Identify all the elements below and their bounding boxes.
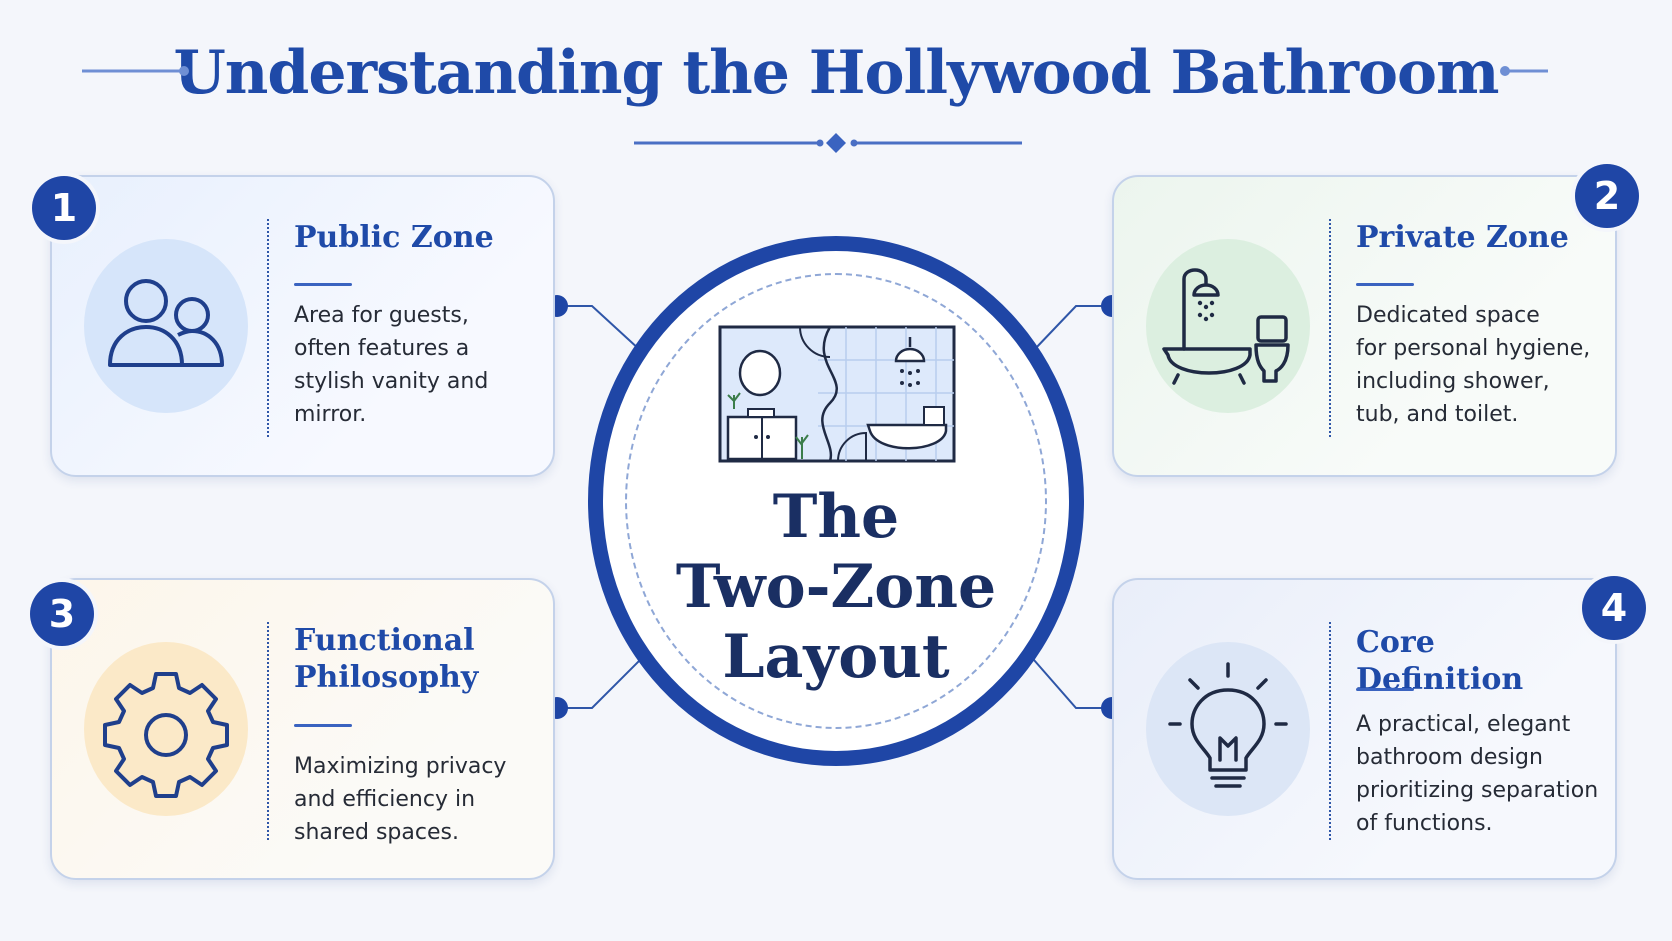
badge-number-1: 1 xyxy=(32,176,96,240)
functional-philosophy-icon-disc xyxy=(84,642,248,816)
badge-number-2: 2 xyxy=(1575,164,1639,228)
card-title-rule xyxy=(294,283,352,286)
badge-number-4: 4 xyxy=(1582,576,1646,640)
shower-tub-toilet-icon xyxy=(1162,268,1290,385)
card-description-line: including shower, xyxy=(1356,369,1550,394)
card-description-line: and efficiency in xyxy=(294,787,476,812)
card-title: Public Zone xyxy=(294,219,544,256)
center-inner-dashed-ring xyxy=(625,273,1047,729)
title-dot-left xyxy=(179,66,189,76)
card-title-line: Philosophy xyxy=(294,660,479,695)
card-description-line: bathroom design xyxy=(1356,745,1543,770)
card-description: Maximizing privacy and efficiency in sha… xyxy=(294,750,546,849)
users-icon xyxy=(108,279,224,367)
card-description-line: often features a xyxy=(294,336,470,361)
bathroom-floorplan-icon xyxy=(718,325,956,463)
card-title-line: Public Zone xyxy=(294,220,494,255)
card-divider xyxy=(1329,622,1331,840)
center-title-line-1: The xyxy=(772,482,900,552)
card-title-line: Private Zone xyxy=(1356,220,1569,255)
card-description-line: Maximizing privacy xyxy=(294,754,507,779)
card-description: A practical, elegant bathroom design pri… xyxy=(1356,708,1612,840)
card-description-line: stylish vanity and xyxy=(294,369,489,394)
connector-2-line xyxy=(1033,305,1112,351)
card-description: Area for guests, often features a stylis… xyxy=(294,299,546,431)
public-zone-icon-disc xyxy=(84,239,248,413)
card-description: Dedicated space for personal hygiene, in… xyxy=(1356,299,1612,431)
card-title-rule xyxy=(294,724,352,727)
card-divider xyxy=(267,219,269,437)
gear-icon xyxy=(103,672,229,798)
card-description-line: of functions. xyxy=(1356,811,1493,836)
card-description-line: for personal hygiene, xyxy=(1356,336,1591,361)
card-private-zone: Private Zone Dedicated space for persona… xyxy=(1112,175,1617,477)
connector-4-line xyxy=(1033,659,1112,709)
card-description-line: Area for guests, xyxy=(294,303,469,328)
card-title-line: Functional xyxy=(294,623,475,658)
card-title: Core Definition xyxy=(1356,624,1606,698)
title-dot-right xyxy=(1500,66,1510,76)
card-title-rule xyxy=(1356,688,1414,691)
connector-3-line xyxy=(557,659,641,709)
center-title-line-3: Layout xyxy=(722,622,950,692)
center-title-line-2: Two-Zone xyxy=(675,552,997,622)
card-description-line: tub, and toilet. xyxy=(1356,402,1519,427)
card-description-line: shared spaces. xyxy=(294,820,459,845)
card-functional-philosophy: Functional Philosophy Maximizing privacy… xyxy=(50,578,555,880)
center-title: The Two-Zone Layout xyxy=(588,482,1084,692)
card-title-line: Core Definition xyxy=(1356,625,1524,697)
underline-diamond xyxy=(826,133,846,153)
card-core-definition: Core Definition A practical, elegant bat… xyxy=(1112,578,1617,880)
card-title: Functional Philosophy xyxy=(294,622,544,696)
page-title: Understanding the Hollywood Bathroom xyxy=(173,38,1499,108)
card-description-line: mirror. xyxy=(294,402,367,427)
card-title: Private Zone xyxy=(1356,219,1606,256)
card-divider xyxy=(267,622,269,840)
private-zone-icon-disc xyxy=(1146,239,1310,413)
core-definition-icon-disc xyxy=(1146,642,1310,816)
lightbulb-icon xyxy=(1168,662,1288,788)
card-description-line: Dedicated space xyxy=(1356,303,1540,328)
card-divider xyxy=(1329,219,1331,437)
card-title-rule xyxy=(1356,283,1414,286)
card-public-zone: Public Zone Area for guests, often featu… xyxy=(50,175,555,477)
card-description-line: prioritizing separation xyxy=(1356,778,1599,803)
badge-number-3: 3 xyxy=(30,582,94,646)
connector-1-line xyxy=(557,305,641,351)
card-description-line: A practical, elegant xyxy=(1356,712,1571,737)
